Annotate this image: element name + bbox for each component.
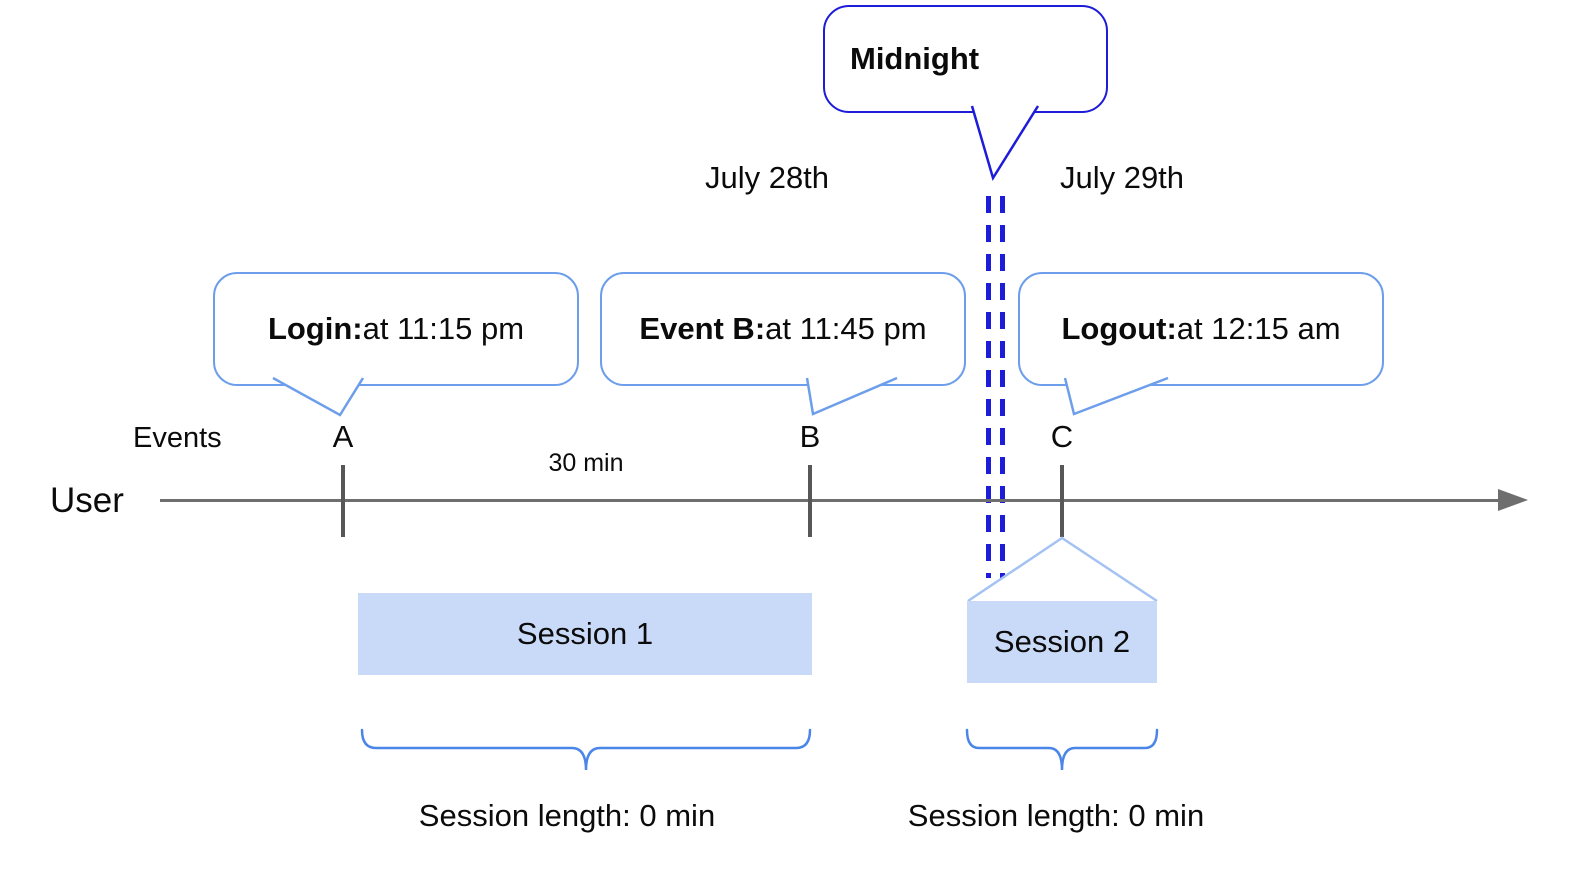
midnight-callout: Midnight bbox=[823, 5, 1108, 113]
session-1-label: Session 1 bbox=[516, 616, 654, 651]
interval-label-30min: 30 min bbox=[548, 449, 624, 477]
event-b-callout-detail: at 11:45 pm bbox=[765, 311, 927, 346]
session-2-connector-triangle bbox=[967, 536, 1158, 603]
midnight-dashed-lines bbox=[986, 196, 1005, 578]
logout-callout-title: Logout: bbox=[1061, 311, 1177, 346]
session-1-brace bbox=[360, 728, 812, 771]
session-2-length-label: Session length: 0 min bbox=[907, 798, 1205, 833]
date-label-july-29: July 29th bbox=[1059, 160, 1185, 195]
logout-callout-detail: at 12:15 am bbox=[1176, 311, 1341, 346]
session-2-label: Session 2 bbox=[993, 624, 1131, 659]
event-marker-b: B bbox=[799, 419, 821, 454]
event-marker-c: C bbox=[1050, 419, 1074, 454]
event-b-callout-tail bbox=[805, 376, 898, 416]
user-timeline-axis bbox=[160, 499, 1505, 502]
user-label: User bbox=[50, 481, 124, 520]
logout-callout: Logout: at 12:15 am bbox=[1018, 272, 1384, 386]
login-callout: Login: at 11:15 pm bbox=[213, 272, 579, 386]
logout-callout-tail bbox=[1063, 376, 1169, 416]
login-callout-detail: at 11:15 pm bbox=[362, 311, 525, 346]
events-label: Events bbox=[133, 422, 222, 454]
login-callout-tail bbox=[272, 376, 365, 417]
midnight-callout-label: Midnight bbox=[850, 41, 980, 76]
session-1-box: Session 1 bbox=[358, 593, 812, 675]
session-2-brace bbox=[965, 728, 1159, 771]
event-b-callout-title: Event B: bbox=[639, 311, 766, 346]
event-tick-b bbox=[808, 465, 812, 537]
event-tick-c bbox=[1060, 465, 1064, 537]
event-marker-a: A bbox=[332, 419, 354, 454]
event-tick-a bbox=[341, 465, 345, 537]
event-b-callout: Event B: at 11:45 pm bbox=[600, 272, 966, 386]
midnight-callout-tail bbox=[970, 105, 1040, 182]
date-label-july-28: July 28th bbox=[704, 160, 830, 195]
timeline-arrowhead-icon bbox=[1498, 489, 1528, 511]
session-1-length-label: Session length: 0 min bbox=[418, 798, 716, 833]
session-2-box: Session 2 bbox=[967, 601, 1157, 683]
login-callout-title: Login: bbox=[267, 311, 363, 346]
